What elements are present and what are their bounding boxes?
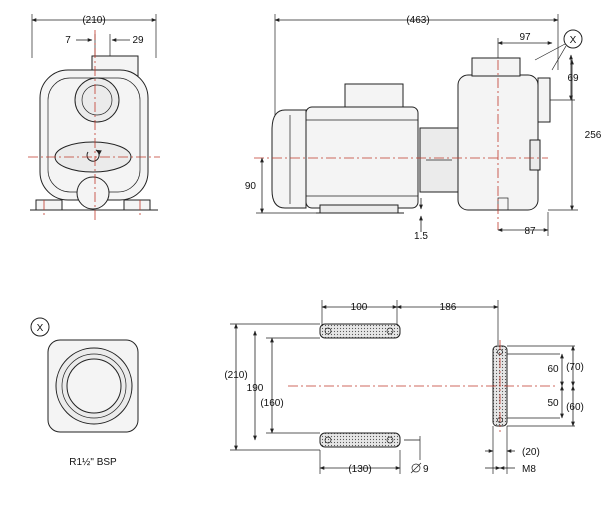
base-right-lower-total-label: (60): [566, 402, 584, 413]
detail-thread-label: R1½" BSP: [69, 457, 117, 468]
detail-x-view: X R1½" BSP: [30, 317, 139, 468]
side-inlet-offset-label: 87: [524, 226, 536, 237]
side-inlet-spigot: [537, 77, 551, 123]
side-outlet-offset-label: 97: [519, 32, 531, 43]
base-right-lower-label: 50: [547, 398, 559, 409]
front-outlet-port: [74, 77, 120, 123]
front-offset-left-label: 7: [65, 35, 71, 46]
base-plan-view: 100 186 (210) 190 (160) (130): [224, 300, 584, 475]
base-hole-spacing-y-label: 190: [247, 383, 264, 394]
base-inner-width-label: (160): [260, 398, 283, 409]
base-motor-foot-front: [319, 432, 401, 448]
front-view: (210) 7 29: [28, 14, 160, 222]
view-x-marker: [563, 29, 583, 49]
base-right-upper-total-label: (70): [566, 362, 584, 373]
side-terminal-box: [344, 83, 404, 109]
side-shaft-height-label: 90: [245, 181, 257, 192]
base-right-upper-label: 60: [547, 364, 559, 375]
side-outlet-spigot: [471, 57, 521, 77]
rotation-arrow-icon: [86, 149, 102, 162]
side-foot-thickness-label: 1.5: [414, 231, 428, 242]
side-outlet-height-label: 69: [567, 73, 579, 84]
side-height-label: 256: [585, 130, 602, 141]
base-foot-length-label: (130): [348, 464, 371, 475]
svg-text:X: X: [37, 323, 44, 334]
side-view: (463) 97 X 69 256: [245, 14, 602, 242]
side-motor-fan-cover: [271, 109, 307, 209]
base-overall-width-label: (210): [224, 370, 247, 381]
base-foot-spacing-label: 186: [440, 302, 457, 313]
detail-x-marker: [30, 317, 50, 337]
side-motor-foot: [319, 204, 399, 214]
front-width-label: (210): [82, 15, 105, 26]
base-hole-spacing-x-label: 100: [351, 302, 368, 313]
base-hole-diameter-label: 9: [423, 464, 429, 475]
side-motor-body: [305, 106, 419, 209]
base-right-foot-width-label: (20): [522, 447, 540, 458]
svg-text:X: X: [570, 35, 577, 46]
base-right-bolt-label: M8: [522, 464, 536, 475]
side-length-label: (463): [406, 15, 429, 26]
base-motor-foot-rear: [319, 323, 401, 339]
front-offset-right-label: 29: [132, 35, 144, 46]
front-inlet-port: [76, 176, 110, 210]
